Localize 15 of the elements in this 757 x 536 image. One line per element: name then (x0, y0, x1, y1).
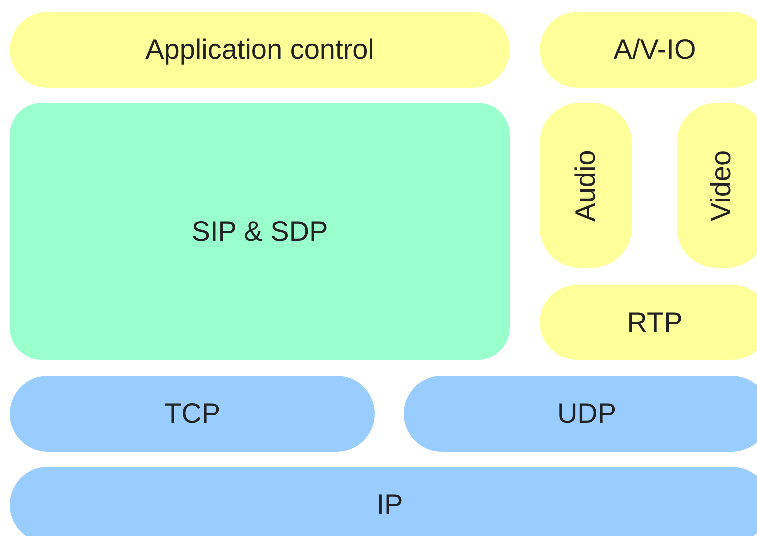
transport-layer-box (10, 467, 757, 536)
layer-label: RTP (627, 306, 683, 338)
layer-label: SIP & SDP (192, 216, 328, 248)
layer-label: TCP (164, 398, 220, 430)
layer-label: Audio (570, 150, 602, 222)
transport-layer-box (404, 376, 757, 452)
signaling-layer-box (10, 103, 510, 360)
application-layer-box (677, 103, 757, 268)
layer-label: UDP (557, 398, 617, 430)
layer-label: IP (376, 489, 404, 521)
layer-label: Video (706, 150, 738, 222)
layer-label: Application control (146, 34, 374, 66)
application-layer-box (540, 12, 757, 88)
layer-label: A/V-IO (614, 34, 696, 66)
application-layer-box (540, 285, 757, 360)
